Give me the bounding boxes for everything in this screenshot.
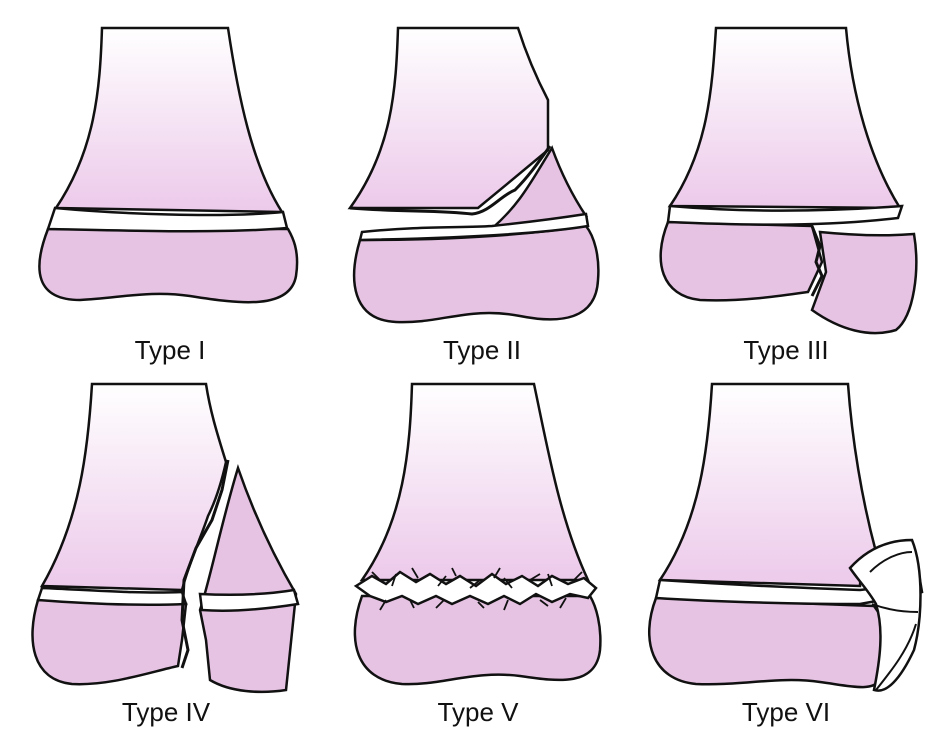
epiphysis [38,227,299,304]
growth-plate-right [198,588,300,612]
metaphysis-left [39,382,228,592]
fracture-line [180,459,230,669]
panel-type-2 [347,26,600,324]
epiphysis-left [31,598,188,686]
caption-type-3: Type III [743,335,829,365]
epiphysis-fragment [810,230,918,335]
panel-type-1 [38,26,299,304]
metaphysis-shaft [657,382,878,588]
growth-plate [654,578,924,606]
epiphysis [353,594,602,686]
growth-plate [46,206,289,233]
epiphysis [648,596,890,689]
panel-type-5 [353,382,602,686]
fracture-line [349,145,552,216]
caption-type-6: Type VI [741,697,831,727]
epiphysis-main [659,220,824,302]
caption-type-5: Type V [437,697,519,727]
fracture-fragment [198,463,298,694]
fracture-line [810,225,824,297]
growth-plate-left [36,586,188,607]
metaphysis-shaft [667,26,903,210]
growth-plate [666,204,904,226]
caption-type-1: Type I [134,335,206,365]
metaphysis-shaft [347,26,550,210]
panel-type-3 [659,26,918,335]
crack-lines [371,567,583,611]
panel-type-6 [648,382,924,692]
caption-type-4: Type IV [121,697,211,727]
caption-type-2: Type II [442,335,522,365]
metaphysis-shaft [359,382,590,582]
growth-plate [358,212,590,242]
panel-type-4 [31,382,300,694]
metaphysis-shaft [53,26,285,214]
crush-zone [353,570,598,606]
perichondral-ring-inner [869,551,919,691]
